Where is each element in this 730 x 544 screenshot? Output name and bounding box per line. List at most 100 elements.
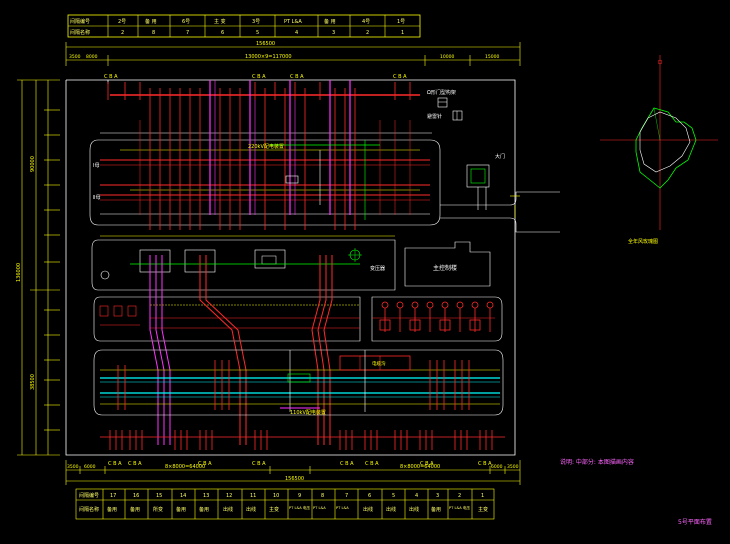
bottom-outgoing-lines xyxy=(100,430,505,450)
bottom-table-cell: 出线 xyxy=(223,506,233,513)
phase-label: C B A xyxy=(108,461,122,467)
bottom-table-cell: 1 xyxy=(481,493,484,499)
top-table-cell: 3号 xyxy=(252,19,260,25)
right-dim-2: 15000 xyxy=(485,54,499,60)
bottom-table-cell: 所变 xyxy=(153,506,163,513)
top-table-cell: 8 xyxy=(152,30,155,36)
overall-width-dim: 156500 xyxy=(256,41,275,47)
top-table-cell: 间隔编号 xyxy=(70,18,90,25)
top-table-cell: 备 用 xyxy=(145,18,157,25)
top-table-cell: 4号 xyxy=(362,19,370,25)
bottom-table-cell: PT L&A xyxy=(336,506,349,510)
bottom-phase-labels: C B A C B A C B A C B A C B A C B A C B … xyxy=(108,461,492,467)
top-phase-labels: C B A C B A C B A C B A xyxy=(104,74,407,80)
bottom-table-cell: 8 xyxy=(321,493,324,499)
left-dim-a: 3500 xyxy=(69,54,81,60)
wind-rose-caption: 全年风玫瑰图 xyxy=(628,238,658,245)
top-dimensions xyxy=(65,42,521,66)
switchyard-220kv xyxy=(89,80,441,230)
top-table-cell: 备 用 xyxy=(324,18,336,25)
bottom-interval-table xyxy=(75,488,495,520)
gate-label: 大门 xyxy=(495,153,505,160)
legend-symbols xyxy=(437,97,463,121)
bottom-table-cell: 4 xyxy=(415,493,418,499)
bottom-table-cell: 间隔名称 xyxy=(79,506,99,513)
top-table-cell: 主 变 xyxy=(214,18,226,25)
bottom-total-dim: 156500 xyxy=(285,476,304,482)
top-interval-table: 间隔编号 2号 备 用 6号 主 变 3号 PT L&A 备 用 4号 1号 间… xyxy=(67,14,421,38)
sheet-title: 5号平面布置 xyxy=(678,518,712,526)
bottom-table-cell: PT L&A 电压 xyxy=(449,505,471,510)
bottom-table-cell: 5 xyxy=(392,493,395,499)
bottom-table-cell: 备用 xyxy=(431,506,441,513)
bottom-table-cell: 12 xyxy=(226,493,232,499)
bottom-table-cell: 11 xyxy=(250,493,256,499)
phase-label: C B A xyxy=(252,74,266,80)
bottom-dim-span-right: 8×8000=64000 xyxy=(400,464,440,470)
legend-text-a: Ω形门型构架 xyxy=(427,89,456,96)
bottom-table-cell: 出线 xyxy=(363,506,373,513)
bottom-table-cell: PT L&A xyxy=(313,506,326,510)
main-span-dim: 13000×9=117000 xyxy=(245,54,292,60)
left-dim-b: 8000 xyxy=(86,54,98,60)
top-table-cell: 3 xyxy=(332,30,335,36)
phase-label: C B A xyxy=(365,461,379,467)
top-table-cell: 1 xyxy=(401,30,404,36)
bottom-dim-left-b: 6000 xyxy=(84,464,96,470)
phase-label: C B A xyxy=(420,461,434,467)
bus-110kv-label: 110kV配电装置 xyxy=(290,409,326,416)
phase-label: C B A xyxy=(198,461,212,467)
bottom-dim-right-a: 6000 xyxy=(491,464,503,470)
bottom-table-cell: 9 xyxy=(298,493,301,499)
top-table-cell: 间隔名称 xyxy=(70,29,90,36)
left-dimensions xyxy=(17,79,60,456)
bottom-table-cell: 间隔编号 xyxy=(79,492,99,499)
bottom-table-cell: 出线 xyxy=(246,506,256,513)
right-dim-1: 10000 xyxy=(440,54,454,60)
phase-label: C B A xyxy=(340,461,354,467)
bottom-table-cell: 2 xyxy=(458,493,461,499)
top-table-cell: 1号 xyxy=(397,19,405,25)
top-table-cell: PT L&A xyxy=(284,19,302,25)
phase-label: C B A xyxy=(393,74,407,80)
top-table-cell: 7 xyxy=(186,30,189,36)
bottom-table-cell: 6 xyxy=(368,493,371,499)
phase-label: C B A xyxy=(128,461,142,467)
bottom-table-cell: 14 xyxy=(180,493,186,499)
left-block-a-dim: 90000 xyxy=(30,156,36,172)
bus-i-label: Ⅰ母 xyxy=(93,163,99,169)
bottom-dim-span-left: 8×8000=64000 xyxy=(165,464,205,470)
top-table-cell: 6 xyxy=(221,30,224,36)
bottom-table-cell: 备用 xyxy=(107,506,117,513)
transformer-area xyxy=(91,235,491,291)
bottom-dim-right-b: 3500 xyxy=(507,464,519,470)
phase-label: C B A xyxy=(290,74,304,80)
bottom-table-cell: 16 xyxy=(133,493,139,499)
top-table-cell: 2 xyxy=(121,30,124,36)
bottom-table-cell: 主变 xyxy=(269,506,279,513)
bottom-table-cell: 备用 xyxy=(199,506,209,513)
bottom-table-cell: 17 xyxy=(110,493,116,499)
bottom-table-cell: 3 xyxy=(436,493,439,499)
bottom-table-text: 间隔编号 17 16 15 14 13 12 11 10 9 8 7 6 5 4… xyxy=(79,492,488,513)
phase-label: C B A xyxy=(252,461,266,467)
top-table-cell: 5 xyxy=(256,30,259,36)
phase-label: C B A xyxy=(104,74,118,80)
switchyard-110kv-outgoing xyxy=(93,296,503,342)
bottom-table-cell: 备用 xyxy=(176,506,186,513)
bottom-dimensions xyxy=(65,460,521,485)
top-table-cell: 6号 xyxy=(182,19,190,25)
bottom-table-cell: 出线 xyxy=(386,506,396,513)
bottom-table-cell: 出线 xyxy=(409,506,419,513)
phase-label: C B A xyxy=(478,461,492,467)
bottom-table-cell: 7 xyxy=(345,493,348,499)
top-table-cell: 4 xyxy=(295,30,298,36)
overall-height-dim: 136000 xyxy=(16,263,22,282)
pt-symbols xyxy=(379,301,494,332)
top-table-cell: 2号 xyxy=(118,19,126,25)
main-control-building-label: 主控制楼 xyxy=(433,264,457,272)
top-table-cell: 2 xyxy=(366,30,369,36)
switchyard-110kv-bus xyxy=(93,349,504,416)
drawing-note: 说明: 中部分: 本图描画内容 xyxy=(560,458,634,466)
